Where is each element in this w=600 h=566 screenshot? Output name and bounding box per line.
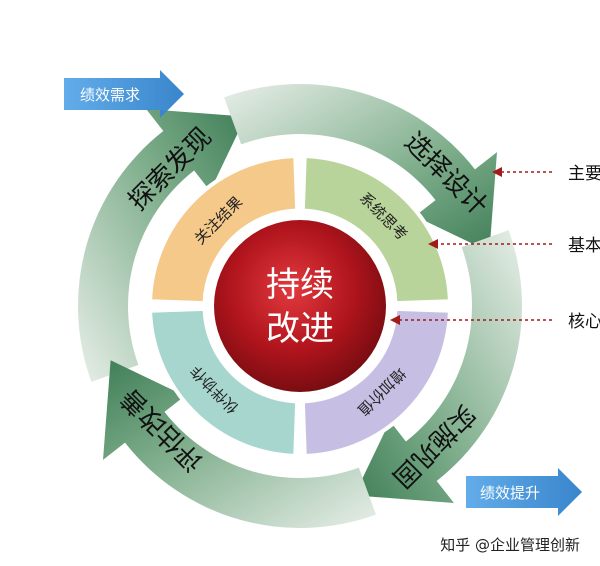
center-text-line2: 改进 bbox=[266, 309, 334, 349]
center-circle bbox=[214, 220, 386, 392]
tag-performance-improvement: 绩效提升 bbox=[466, 468, 582, 516]
svg-text:绩效提升: 绩效提升 bbox=[480, 484, 540, 502]
watermark: 知乎 @企业管理创新 bbox=[440, 536, 580, 554]
outer-arrow-2 bbox=[354, 230, 522, 504]
tag-performance-demand: 绩效需求 bbox=[64, 70, 184, 118]
svg-text:绩效需求: 绩效需求 bbox=[80, 86, 140, 104]
dotted-arrow-basic bbox=[428, 239, 552, 249]
inner-segment-ring bbox=[148, 154, 452, 458]
dotted-arrow-core bbox=[390, 315, 552, 325]
dotted-arrow-primary bbox=[492, 167, 552, 177]
outer-arrow-3 bbox=[102, 360, 376, 528]
side-label-core: 核心 bbox=[568, 312, 600, 332]
outer-arrow-0 bbox=[77, 108, 246, 382]
side-label-basic: 基本 bbox=[568, 236, 600, 256]
side-label-primary: 主要 bbox=[568, 164, 600, 184]
center-text-line1: 持续 bbox=[266, 265, 334, 305]
outer-arrow-1 bbox=[224, 84, 498, 252]
inner-ring-outline bbox=[148, 154, 452, 458]
outer-arrow-ring bbox=[77, 84, 522, 528]
